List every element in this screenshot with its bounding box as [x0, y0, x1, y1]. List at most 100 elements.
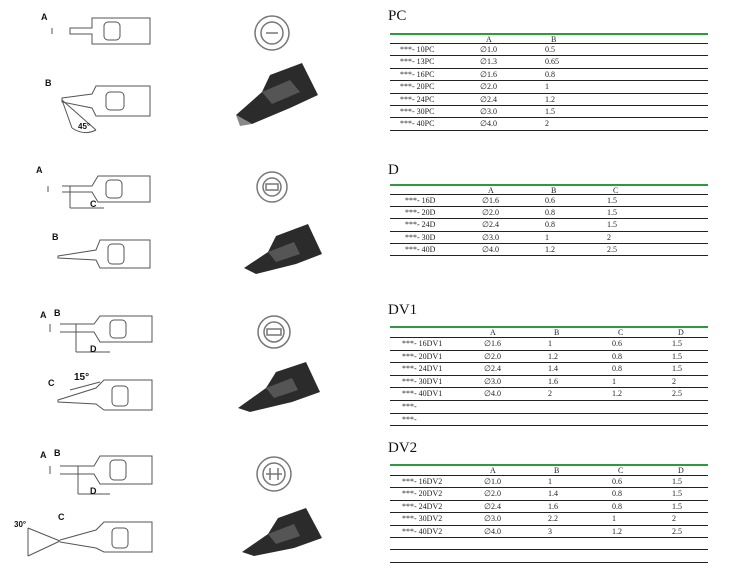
pc-side-view-drawing: [61, 85, 151, 134]
dv2-cell: ***- 16DV2: [402, 477, 443, 486]
pc-row-rule: [390, 93, 708, 94]
pc-cell: ∅2.4: [480, 95, 497, 104]
pc-cell: 0.65: [545, 57, 559, 66]
dv1-header-c: C: [618, 328, 624, 337]
d-row-rule: [390, 243, 708, 244]
dv2-cell: 1.6: [548, 502, 558, 511]
d-cell: ∅1.6: [482, 196, 499, 205]
d-cell: ***- 16D: [405, 196, 436, 205]
dv2-cell: 2: [672, 514, 676, 523]
dv1-row-rule: [390, 400, 708, 401]
d-row-rule: [390, 218, 708, 219]
pc-cell: ***- 40PC: [400, 119, 435, 128]
d-cell: ***- 40D: [405, 245, 436, 254]
d-row-rule: [390, 231, 708, 232]
pc-cell: ***- 13PC: [400, 57, 435, 66]
dv1-cell: 0.6: [612, 339, 622, 348]
dv1-cell: 2: [672, 377, 676, 386]
pc-row-rule: [390, 68, 708, 69]
dv2-row-rule: [390, 487, 708, 488]
dv2-cell: ***- 30DV2: [402, 514, 443, 523]
dv2-row-rule: [390, 549, 708, 550]
dv1-cell: ∅4.0: [484, 389, 501, 398]
dv1-cell: ***- 24DV1: [402, 364, 443, 373]
d-cell: ∅3.0: [482, 233, 499, 242]
pc-cell: ∅1.3: [480, 57, 497, 66]
pc-header-a: A: [486, 35, 492, 44]
dv1-cell: ∅2.0: [484, 352, 501, 361]
pc-front-view: [254, 15, 290, 51]
d-tip-render: [244, 224, 322, 274]
dv2-cell: 2.5: [672, 527, 682, 536]
dv1-cell: 1.5: [672, 352, 682, 361]
dv2-cell: 2.2: [548, 514, 558, 523]
dv1-row-rule: [390, 350, 708, 351]
dv1-row-rule: [390, 375, 708, 376]
pc-angle-label: 45°: [78, 122, 91, 131]
d-header-c: C: [613, 186, 619, 195]
d-label-a: A: [36, 165, 43, 175]
d-front-view: [256, 171, 288, 203]
pc-cell: ***- 24PC: [400, 95, 435, 104]
pc-cell: ∅1.0: [480, 45, 497, 54]
dv2-cell: 1.5: [672, 477, 682, 486]
d-cell: 1.5: [607, 208, 617, 217]
dv1-header-a: A: [490, 328, 496, 337]
dv1-cell: 1.5: [672, 364, 682, 373]
dv2-cell: 0.8: [612, 489, 622, 498]
dv2-cell: ∅2.0: [484, 489, 501, 498]
dv2-cell: 0.8: [612, 502, 622, 511]
dv1-label-d: D: [90, 344, 97, 354]
dv2-row-rule: [390, 537, 708, 538]
d-label-c: C: [90, 199, 97, 209]
dv2-angle-label: 30°: [14, 520, 27, 529]
pc-section-title: PC: [388, 8, 407, 24]
dv2-cell: ***- 24DV2: [402, 502, 443, 511]
d-accent-rule: [390, 184, 708, 186]
pc-cell: ***- 16PC: [400, 70, 435, 79]
dv2-label-a: A: [40, 450, 47, 460]
pc-cell: 1: [545, 82, 549, 91]
dv2-cell: 1: [612, 514, 616, 523]
dv2-cell: 1.2: [612, 527, 622, 536]
d-label-b: B: [52, 232, 59, 242]
pc-cell: ∅3.0: [480, 107, 497, 116]
dv1-cell: 0.8: [612, 364, 622, 373]
dv1-cell: 0.8: [612, 352, 622, 361]
d-cell: 1.5: [607, 196, 617, 205]
dv1-header-d: D: [678, 328, 684, 337]
pc-top-view-drawing: [51, 17, 151, 45]
pc-label-b: B: [45, 78, 52, 88]
dv2-row-rule: [390, 475, 708, 476]
d-top-view-drawing: [47, 175, 151, 209]
dv2-cell: ∅4.0: [484, 527, 501, 536]
pc-row-rule: [390, 105, 708, 106]
dv1-label-c: C: [48, 378, 55, 388]
d-header-a: A: [488, 186, 494, 195]
d-cell: 1.5: [607, 220, 617, 229]
dv2-row-rule: [390, 562, 708, 563]
pc-cell: ***- 10PC: [400, 45, 435, 54]
dv2-accent-rule: [390, 464, 708, 466]
pc-cell: 0.5: [545, 45, 555, 54]
d-section-title: D: [388, 162, 399, 178]
pc-row-rule: [390, 43, 708, 44]
pc-header-b: B: [551, 35, 557, 44]
pc-cell: ∅4.0: [480, 119, 497, 128]
dv1-cell: ∅1.6: [484, 339, 501, 348]
dv1-cell: 1.6: [548, 377, 558, 386]
dv2-header-a: A: [490, 466, 496, 475]
d-row-rule: [390, 194, 708, 195]
pc-cell: 0.8: [545, 70, 555, 79]
d-cell: ***- 24D: [405, 220, 436, 229]
d-row-rule: [390, 255, 708, 256]
d-cell: 2.5: [607, 245, 617, 254]
dv1-top-view-drawing: [49, 315, 153, 353]
dv1-label-a: A: [40, 310, 47, 320]
d-header-b: B: [551, 186, 557, 195]
dv2-label-c: C: [58, 512, 65, 522]
dv1-cell: 1.4: [548, 364, 558, 373]
dv1-side-view-drawing: [57, 379, 153, 411]
pc-cell: ***- 20PC: [400, 82, 435, 91]
dv2-cell: ∅1.0: [484, 477, 501, 486]
